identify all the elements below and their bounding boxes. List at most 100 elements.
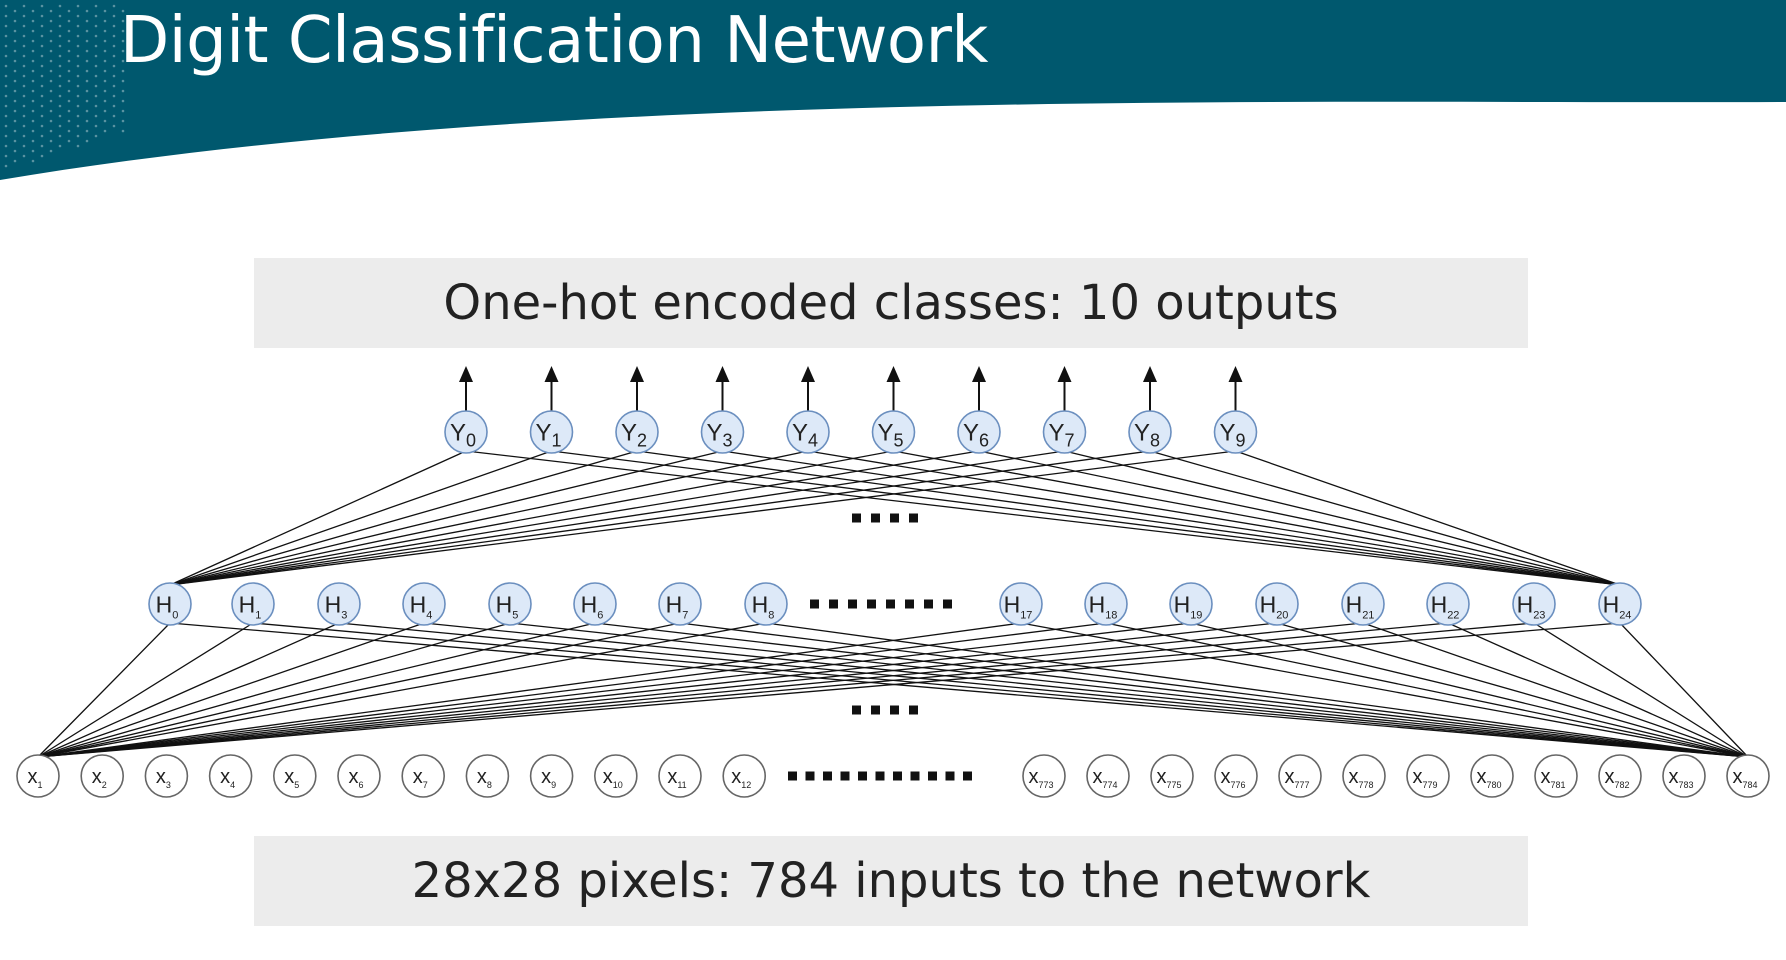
hidden-node-8: H8 — [744, 582, 788, 626]
ellipsis-square — [848, 599, 857, 609]
connection-line — [37, 622, 1449, 758]
connection-line — [37, 622, 596, 758]
banner-dot — [121, 129, 125, 133]
node-circle — [1512, 582, 1556, 626]
banner-dot — [76, 64, 80, 68]
banner-dot — [112, 4, 116, 8]
input-node-782: x782 — [1598, 754, 1642, 798]
banner-dot — [31, 69, 35, 73]
banner-dot — [94, 64, 98, 68]
input-node-8: x8 — [465, 754, 510, 798]
banner-dot — [67, 39, 71, 43]
banner-dot — [40, 34, 44, 38]
node-circle — [1086, 754, 1130, 798]
banner-dot — [94, 94, 98, 98]
ellipsis-square — [928, 771, 937, 781]
output-node-0: Y0 — [444, 410, 488, 454]
connection-line — [37, 622, 171, 758]
node-label: x780 — [1476, 766, 1501, 790]
connection-line — [252, 622, 1749, 758]
banner-dot — [76, 14, 80, 18]
node-circle — [1042, 410, 1087, 454]
input-hidden-connections — [37, 622, 1749, 758]
banner-dot — [40, 24, 44, 28]
banner-dot — [49, 79, 53, 83]
connection-line — [1619, 622, 1749, 758]
node-circle — [529, 754, 574, 798]
ellipsis-square — [829, 599, 838, 609]
node-circle — [148, 582, 192, 626]
banner-dot — [4, 64, 8, 68]
banner-dot — [76, 74, 80, 78]
banner-dot — [4, 54, 8, 58]
banner-dot — [121, 29, 125, 33]
connection-line — [1447, 622, 1749, 758]
banner-dot — [31, 29, 35, 33]
output-node-7: Y7 — [1042, 410, 1087, 454]
node-circle — [488, 582, 532, 626]
ellipsis-square — [805, 771, 815, 781]
ellipsis-square — [886, 599, 895, 609]
banner-dot — [49, 49, 53, 53]
output-node-4: Y4 — [786, 410, 830, 454]
banner-dot — [31, 159, 35, 163]
banner-dot — [49, 129, 53, 133]
connection-line — [1064, 450, 1621, 586]
connection-line — [169, 450, 1151, 586]
banner-dot — [85, 99, 89, 103]
node-circle — [658, 582, 702, 626]
banner-dot — [85, 69, 89, 73]
banner-dot — [31, 79, 35, 83]
banner-dot — [67, 49, 71, 53]
banner-dot — [58, 54, 62, 58]
hidden-node-6: H6 — [573, 582, 617, 626]
connection-line — [978, 450, 1621, 586]
node-label: H24 — [1603, 591, 1632, 621]
node-circle — [1128, 410, 1172, 454]
node-circle — [786, 410, 830, 454]
hidden-node-20: H20 — [1255, 582, 1299, 626]
banner-dot — [58, 84, 62, 88]
banner-dot — [4, 4, 8, 8]
banner-dot — [112, 44, 116, 48]
ellipsis-square — [890, 513, 899, 523]
banner-dot — [4, 94, 8, 98]
ellipsis-square — [788, 771, 797, 781]
banner-dot — [94, 84, 98, 88]
node-circle — [1470, 754, 1514, 798]
banner-dot — [13, 139, 17, 143]
input-node-3: x3 — [144, 754, 189, 798]
banner-dot — [40, 124, 44, 128]
ellipsis-square — [852, 705, 861, 715]
node-circle — [1022, 754, 1066, 798]
arrow-up-icon — [630, 366, 644, 382]
output-caption: One-hot encoded classes: 10 outputs — [254, 258, 1528, 348]
node-label: x6 — [348, 766, 363, 790]
banner-dot — [103, 19, 107, 23]
banner-dot — [49, 119, 53, 123]
banner-dot — [67, 129, 71, 133]
hidden-node-1: H1 — [231, 582, 275, 626]
node-label: H4 — [410, 591, 433, 621]
ellipsis-square — [893, 771, 902, 781]
banner-dot — [22, 124, 26, 128]
banner-dot — [58, 74, 62, 78]
arrow-up-icon — [1228, 366, 1243, 382]
input-node-6: x6 — [337, 754, 381, 798]
connection-line — [1362, 622, 1749, 758]
banner-dot — [67, 29, 71, 33]
connection-line — [509, 622, 1749, 758]
hidden-node-23: H23 — [1512, 582, 1556, 626]
node-circle — [144, 754, 189, 798]
node-circle — [1084, 582, 1128, 626]
arrow-up-icon — [886, 366, 901, 382]
ellipsis-square — [910, 771, 920, 781]
connection-line — [1190, 622, 1749, 758]
banner-dot — [85, 9, 89, 13]
node-circle — [1598, 754, 1642, 798]
node-label: x774 — [1092, 766, 1117, 790]
banner-dot — [31, 139, 35, 143]
node-label: x782 — [1604, 766, 1629, 790]
banner-dot — [121, 39, 125, 43]
ellipsis-square — [905, 599, 914, 609]
